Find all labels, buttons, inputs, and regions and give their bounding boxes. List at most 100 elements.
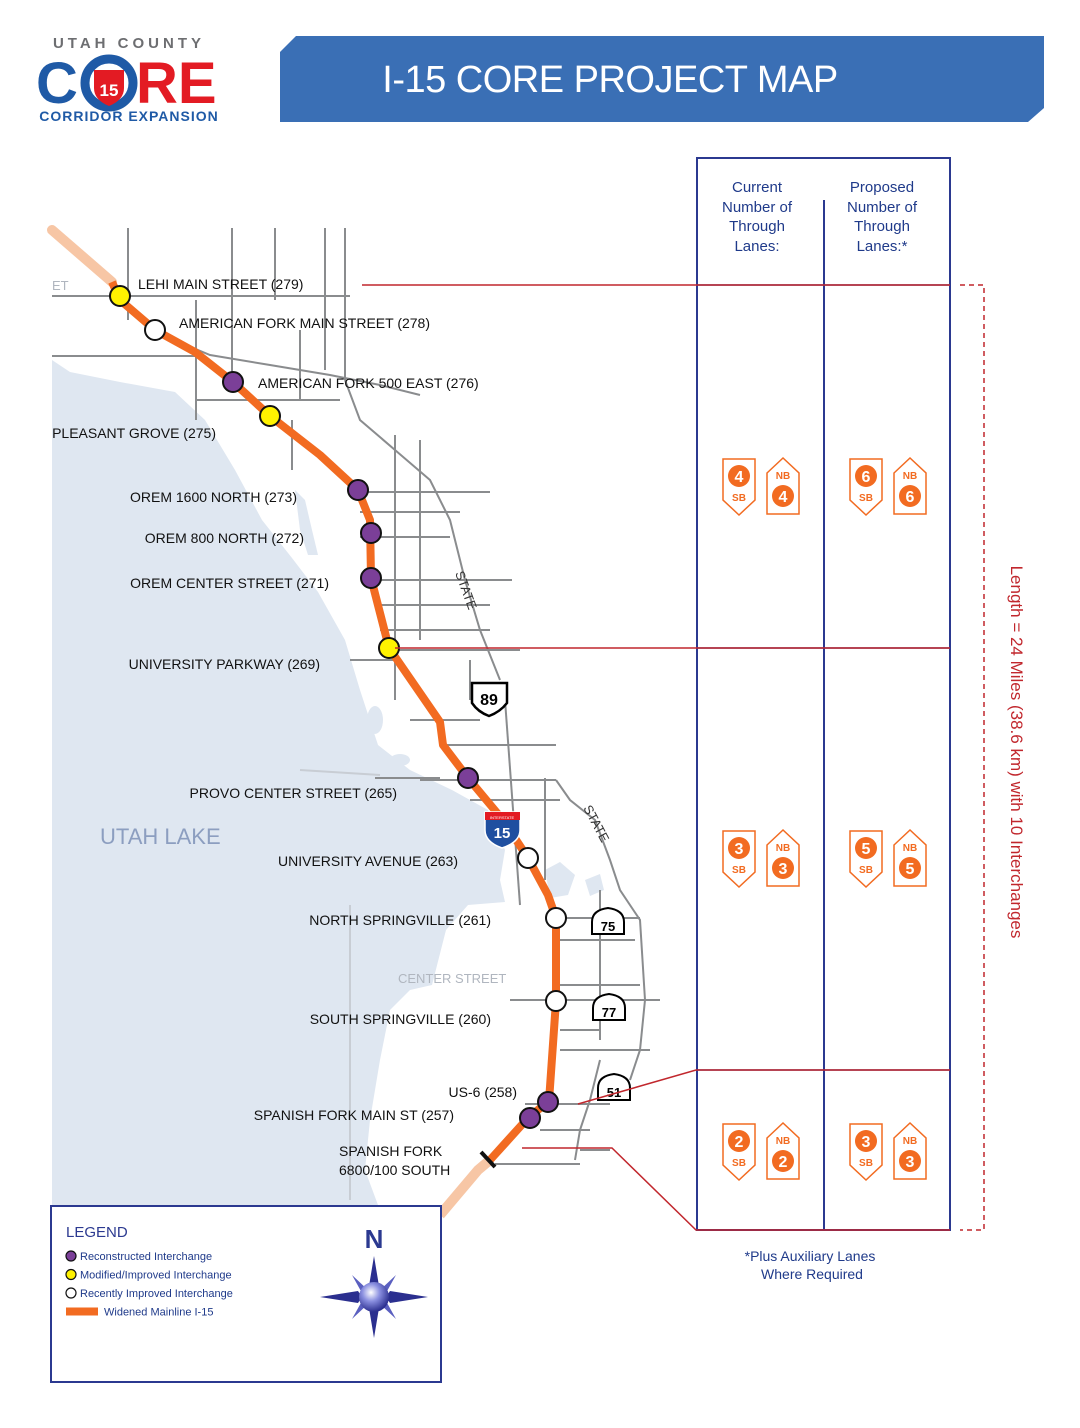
nb-lanes-badge: NB 2 bbox=[766, 1121, 800, 1180]
col-proposed-line1: Proposed bbox=[850, 179, 914, 196]
nb-lanes-badge: NB3 bbox=[766, 828, 800, 887]
sb-lane-count: 3 bbox=[735, 841, 744, 858]
interchange-label: SOUTH SPRINGVILLE (260) bbox=[310, 1011, 491, 1027]
sb-lanes-badge: 6SB bbox=[849, 458, 883, 517]
legend-item-label: Recently Improved Interchange bbox=[80, 1288, 233, 1300]
sb-lane-count: 3 bbox=[862, 1134, 871, 1151]
interchange-marker bbox=[259, 405, 281, 427]
interchange-marker bbox=[144, 319, 166, 341]
map-base: UTAH LAKE STATE STATE CENTER STREET ET bbox=[52, 228, 660, 1205]
map-label-et: ET bbox=[52, 278, 69, 293]
map-label-center-street: CENTER STREET bbox=[398, 971, 506, 986]
interchange-marker bbox=[537, 1091, 559, 1113]
nb-label: NB bbox=[776, 471, 790, 482]
interchange-label: UNIVERSITY AVENUE (263) bbox=[278, 853, 458, 869]
sb-lane-count: 5 bbox=[862, 841, 871, 858]
logo-sub-text: CORRIDOR EXPANSION bbox=[39, 108, 219, 124]
sr-51-number: 51 bbox=[607, 1085, 621, 1100]
interchange-marker bbox=[109, 285, 131, 307]
utah-lake bbox=[52, 360, 505, 1205]
interchange-label: OREM CENTER STREET (271) bbox=[130, 575, 329, 591]
sb-label: SB bbox=[859, 1158, 873, 1169]
interchange-label: PLEASANT GROVE (275) bbox=[52, 425, 216, 441]
nb-lanes-badge: NB6 bbox=[893, 456, 927, 515]
interchange-marker bbox=[545, 907, 567, 929]
lanes-table: Current Number of Through Lanes: Propose… bbox=[696, 157, 951, 1282]
nb-lanes-badge: NB 4 bbox=[766, 456, 800, 515]
sb-lanes-badge: 2SB bbox=[722, 1123, 756, 1182]
sb-label: SB bbox=[859, 865, 873, 876]
col-current-line2: Number of bbox=[722, 199, 793, 216]
compass-rose-icon bbox=[320, 1256, 428, 1338]
spanish-fork-label-line1: SPANISH FORK bbox=[339, 1143, 443, 1159]
nb-lane-count: 3 bbox=[779, 861, 788, 878]
legend-marker bbox=[65, 1250, 77, 1262]
sb-lane-count: 2 bbox=[735, 1134, 744, 1151]
banner-title: I-15 CORE PROJECT MAP bbox=[382, 59, 837, 101]
footnote-line1: *Plus Auxiliary Lanes bbox=[745, 1248, 876, 1264]
us-89-shield-icon: 89 bbox=[470, 681, 509, 718]
interstate-15-shield-icon: INTERSTATE 15 bbox=[484, 811, 521, 849]
interchanges: LEHI MAIN STREET (279) AMERICAN FORK MAIN… bbox=[52, 276, 567, 1129]
legend-marker bbox=[65, 1287, 77, 1299]
interchange-label: PROVO CENTER STREET (265) bbox=[190, 785, 397, 801]
logo: UTAH COUNTY C 15 RE CORRIDOR EXPANSION bbox=[36, 35, 219, 124]
logo-re-letters: RE bbox=[136, 51, 217, 116]
interchange-marker bbox=[222, 371, 244, 393]
sr-77-number: 77 bbox=[602, 1005, 616, 1020]
legend-line-swatch bbox=[66, 1307, 98, 1316]
sr-75-shield-icon: 75 bbox=[591, 906, 625, 935]
sb-lanes-badge: 4SB bbox=[722, 458, 756, 517]
interchange-marker bbox=[347, 479, 369, 501]
legend-item-label: Modified/Improved Interchange bbox=[80, 1270, 232, 1282]
length-bracket: Length = 24 Miles (38.6 km) with 10 Inte… bbox=[960, 284, 1029, 1231]
nb-lane-count: 2 bbox=[779, 1154, 788, 1171]
sb-lane-count: 4 bbox=[735, 469, 744, 486]
interchange-marker bbox=[517, 847, 539, 869]
legend-title: LEGEND bbox=[66, 1224, 128, 1241]
sr-75-number: 75 bbox=[601, 919, 615, 934]
nb-label: NB bbox=[776, 1136, 790, 1147]
nb-lane-count: 4 bbox=[779, 489, 788, 506]
legend: LEGEND Reconstructed InterchangeModified… bbox=[50, 1205, 442, 1383]
interchange-marker bbox=[457, 767, 479, 789]
interchange-marker bbox=[360, 567, 382, 589]
title-banner: I-15 CORE PROJECT MAP bbox=[280, 36, 1044, 122]
footnote-line2: Where Required bbox=[761, 1266, 863, 1282]
logo-shield-icon: 15 bbox=[80, 54, 138, 112]
interstate-15-number: 15 bbox=[494, 825, 511, 842]
us-89-number: 89 bbox=[480, 692, 498, 709]
interchange-label: LEHI MAIN STREET (279) bbox=[138, 276, 303, 292]
col-current-line1: Current bbox=[732, 179, 783, 196]
col-proposed-line2: Number of bbox=[847, 199, 918, 216]
nb-lanes-badge: NB3 bbox=[893, 1121, 927, 1180]
nb-label: NB bbox=[903, 843, 917, 854]
logo-top-text: UTAH COUNTY bbox=[53, 35, 205, 52]
nb-lane-count: 3 bbox=[906, 1154, 915, 1171]
sb-lanes-badge: 5SB bbox=[849, 830, 883, 889]
col-proposed-line3: Through bbox=[854, 218, 910, 235]
legend-marker bbox=[65, 1268, 77, 1281]
interchange-marker bbox=[519, 1107, 541, 1129]
nb-lanes-badge: NB5 bbox=[893, 828, 927, 887]
interchange-label: SPANISH FORK MAIN ST (257) bbox=[254, 1107, 454, 1123]
interchange-label: UNIVERSITY PARKWAY (269) bbox=[129, 656, 320, 672]
nb-lane-count: 6 bbox=[906, 489, 915, 506]
interchange-label: AMERICAN FORK MAIN STREET (278) bbox=[179, 315, 430, 331]
legend-item-label: Reconstructed Interchange bbox=[80, 1251, 212, 1263]
interchange-label: OREM 1600 NORTH (273) bbox=[130, 489, 297, 505]
logo-c-letter: C bbox=[36, 51, 78, 116]
map-label-lake: UTAH LAKE bbox=[100, 824, 221, 849]
interchange-marker bbox=[545, 990, 567, 1012]
col-current-line3: Through bbox=[729, 218, 785, 235]
map-label-state-2: STATE bbox=[580, 802, 612, 845]
sb-label: SB bbox=[732, 1158, 746, 1169]
sb-label: SB bbox=[732, 493, 746, 504]
spanish-fork-label-line2: 6800/100 SOUTH bbox=[339, 1162, 450, 1178]
interchange-label: AMERICAN FORK 500 EAST (276) bbox=[258, 375, 479, 391]
length-label: Length = 24 Miles (38.6 km) with 10 Inte… bbox=[1007, 566, 1026, 939]
col-current-line4: Lanes: bbox=[734, 238, 779, 255]
sr-51-shield-icon: 51 bbox=[597, 1072, 631, 1101]
interstate-shield-top: INTERSTATE bbox=[490, 815, 515, 820]
